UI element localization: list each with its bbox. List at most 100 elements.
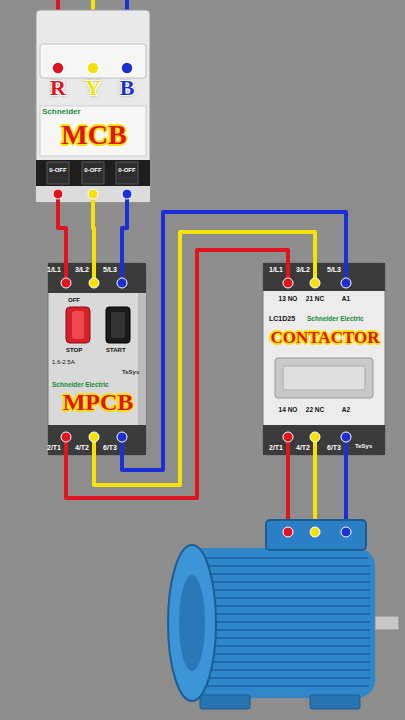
terminal-label: 1/L1 bbox=[47, 266, 61, 274]
mpcb-body-part bbox=[106, 307, 130, 343]
mcb-body bbox=[36, 10, 150, 202]
contactor: LC1D25 Schneider ElectricCONTACTOR TeSys bbox=[263, 263, 387, 455]
mcb-body-part bbox=[47, 162, 69, 184]
wire bbox=[94, 232, 315, 485]
series-name: TeSys bbox=[122, 369, 139, 376]
phase-letter: R bbox=[50, 76, 66, 100]
motor-illustration-part bbox=[310, 527, 320, 537]
motor-illustration-part bbox=[341, 527, 351, 537]
motor-illustration-part bbox=[283, 527, 293, 537]
terminal-label: 2/T1 bbox=[269, 444, 283, 452]
contactor-body-part bbox=[341, 278, 351, 288]
motor-illustration bbox=[168, 520, 399, 709]
mcb-body-part bbox=[87, 62, 99, 74]
wire bbox=[93, 202, 94, 263]
contactor-body-part bbox=[263, 263, 385, 291]
terminal-label: 6/T3 bbox=[103, 444, 117, 452]
device-title: CONTACTOR bbox=[263, 329, 387, 348]
terminal-label: 13 NO bbox=[279, 295, 298, 302]
motor-wires-part bbox=[341, 432, 351, 442]
motor-wires-part bbox=[344, 437, 348, 532]
motor-illustration-part bbox=[200, 554, 370, 692]
terminal-label: 5/L3 bbox=[327, 266, 341, 274]
contactor-body bbox=[263, 263, 385, 455]
wire bbox=[66, 250, 288, 498]
mcb-body-part bbox=[40, 44, 146, 78]
brand-name: Schneider Electric bbox=[307, 315, 364, 322]
motor-illustration-part bbox=[200, 695, 250, 709]
terminal-label: 3/L2 bbox=[296, 266, 310, 274]
button-label: STOP bbox=[66, 347, 82, 354]
contactor-body-part bbox=[263, 263, 385, 455]
terminal-label: 4/T2 bbox=[75, 444, 89, 452]
mpcb-body-part bbox=[117, 278, 127, 288]
terminal-label: 4/T2 bbox=[296, 444, 310, 452]
motor-illustration-part bbox=[375, 616, 399, 630]
terminal-label: 14 NO bbox=[279, 406, 298, 413]
mpcb-body-part bbox=[48, 263, 146, 455]
mcb-body-part bbox=[82, 162, 104, 184]
mpcb-body-part bbox=[61, 432, 71, 442]
motor-wires-part bbox=[283, 432, 293, 442]
mcb-body-part bbox=[53, 189, 63, 199]
terminal-label: 5/L3 bbox=[103, 266, 117, 274]
mcb-body-part bbox=[116, 162, 138, 184]
mpcb-body-part bbox=[48, 425, 146, 455]
phase-letter: B bbox=[120, 76, 135, 100]
brand-name: Schneider Electric bbox=[52, 381, 109, 388]
series-name: TeSys bbox=[355, 443, 372, 450]
brand-name: Schneider bbox=[42, 108, 81, 117]
mcb-breaker: SchneiderMCB bbox=[36, 10, 152, 202]
switch-marking: OFF bbox=[68, 297, 80, 304]
device-title: MCB bbox=[36, 120, 152, 151]
button-label: START bbox=[106, 347, 126, 354]
terminal-label: 3/L2 bbox=[75, 266, 89, 274]
motor-wires-part bbox=[313, 437, 317, 532]
terminal-label: 1/L1 bbox=[269, 266, 283, 274]
mpcb-body-part bbox=[138, 293, 146, 425]
terminal-label: 6/T3 bbox=[327, 444, 341, 452]
mpcb-body-part bbox=[48, 263, 146, 293]
mcb-body-part bbox=[36, 186, 150, 202]
switch-marking: 0-OFF bbox=[118, 167, 135, 174]
motor-illustration-part bbox=[179, 575, 205, 671]
switch-marking: 0-OFF bbox=[49, 167, 66, 174]
mpcb-body bbox=[48, 263, 146, 455]
current-range: 1.6-2.5A bbox=[52, 359, 75, 366]
terminal-label: 2/T1 bbox=[47, 444, 61, 452]
mpcb-body-part bbox=[111, 312, 125, 338]
device-title: MPCB bbox=[48, 389, 148, 415]
motor-illustration-part bbox=[266, 520, 366, 550]
contactor-body-part bbox=[283, 366, 365, 390]
contactor-body-part bbox=[310, 278, 320, 288]
terminal-label: A1 bbox=[342, 295, 350, 302]
mcb-body-part bbox=[36, 10, 150, 202]
wire bbox=[58, 202, 66, 263]
motor-wires bbox=[283, 432, 351, 532]
terminal-label: 21 NC bbox=[306, 295, 324, 302]
motor-wires-part bbox=[286, 437, 290, 532]
mpcb-breaker: OFF STOP START 1.6-2.5A TeSysSchneider Elect… bbox=[48, 263, 148, 455]
motor-illustration-part bbox=[168, 545, 216, 701]
mpcb-body-part bbox=[89, 432, 99, 442]
terminal-label: 22 NC bbox=[306, 406, 324, 413]
contactor-body-part bbox=[263, 425, 385, 455]
switch-marking: 0-OFF bbox=[84, 167, 101, 174]
mpcb-body-part bbox=[66, 307, 90, 343]
wire bbox=[122, 202, 127, 263]
mpcb-body-part bbox=[117, 432, 127, 442]
mcb-body-part bbox=[88, 189, 98, 199]
mpcb-body-part bbox=[89, 278, 99, 288]
mpcb-body-part bbox=[61, 278, 71, 288]
contactor-body-part bbox=[283, 278, 293, 288]
terminal-label: A2 bbox=[342, 406, 350, 413]
model-number: LC1D25 bbox=[269, 315, 295, 323]
mcb-body-part bbox=[122, 189, 132, 199]
mcb-body-part bbox=[36, 160, 150, 186]
contactor-body-part bbox=[275, 358, 373, 398]
motor-wires-part bbox=[310, 432, 320, 442]
phase-letter: Y bbox=[85, 76, 101, 100]
mcb-body-part bbox=[52, 62, 64, 74]
mpcb-body-part bbox=[72, 311, 84, 339]
